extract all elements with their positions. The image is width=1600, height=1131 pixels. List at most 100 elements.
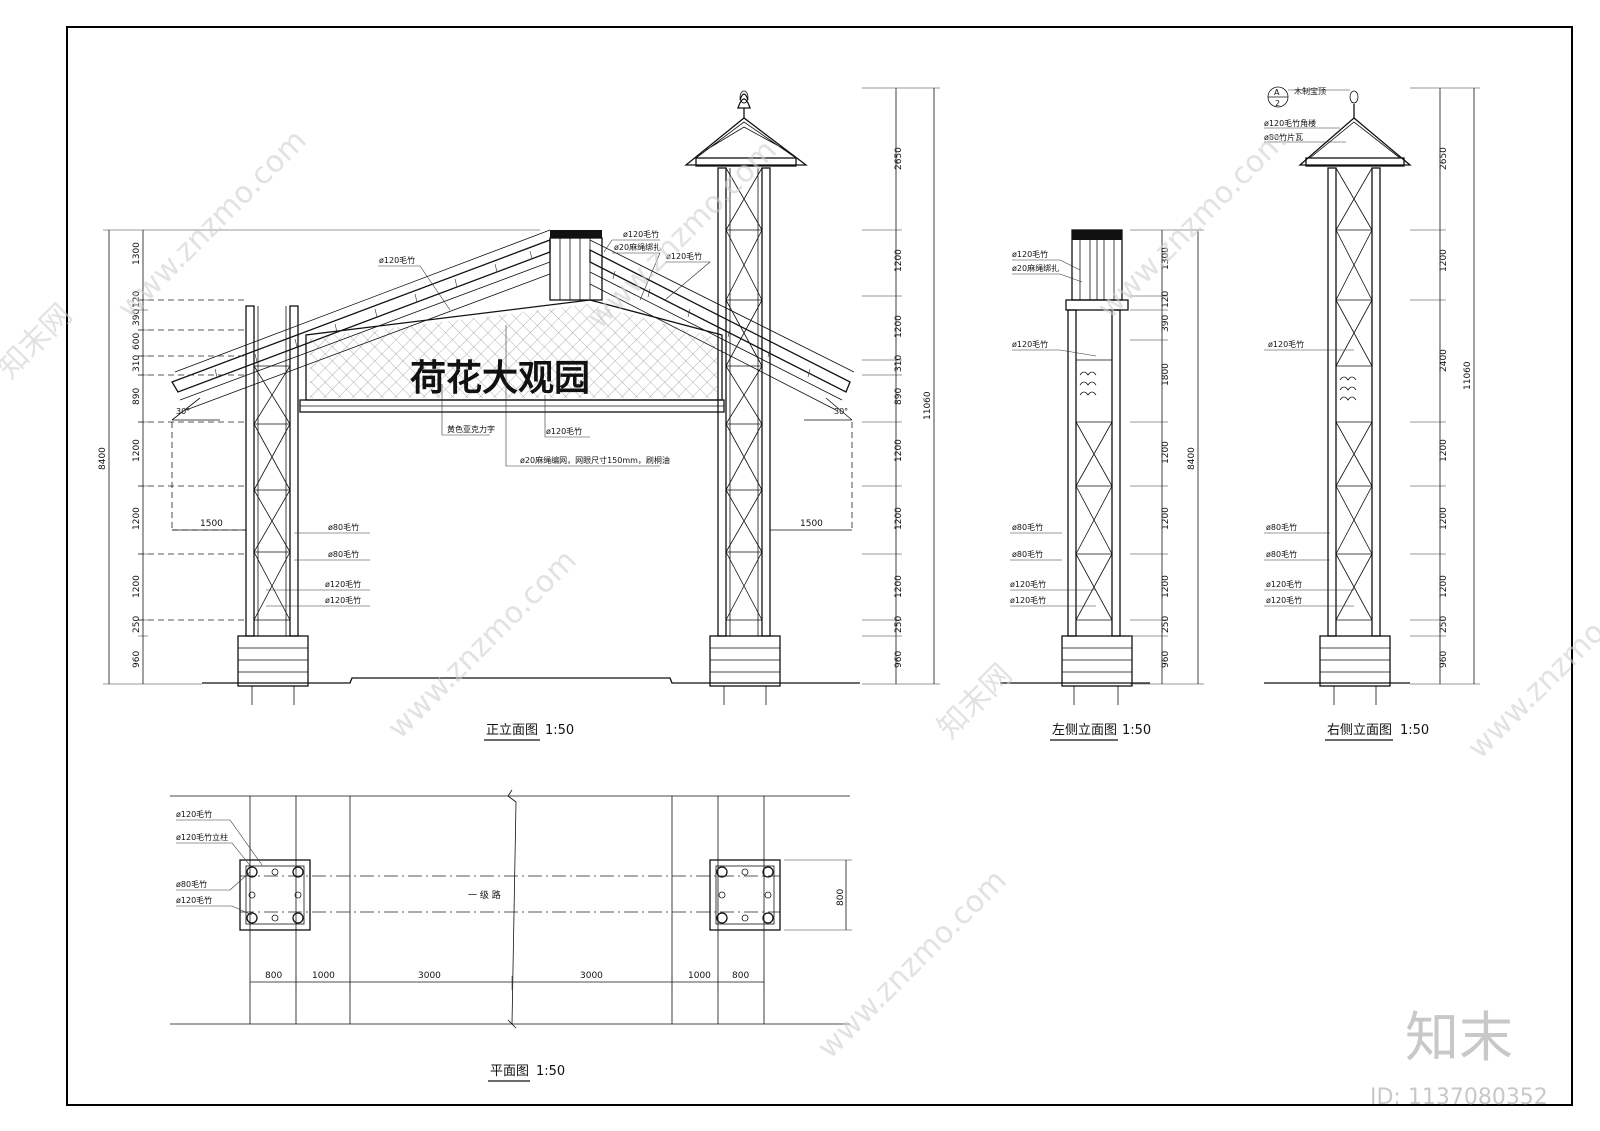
plan-view: 一 级 路 ø120毛竹 ø120毛竹立柱 ø80毛竹 ø120毛竹 800 8… [170, 789, 852, 1082]
plan-view-scale: 1:50 [536, 1064, 565, 1079]
svg-text:ø20麻绳绑扎: ø20麻绳绑扎 [1012, 263, 1059, 273]
svg-text:600: 600 [132, 333, 142, 350]
svg-text:310: 310 [894, 355, 904, 372]
svg-text:ø120毛竹: ø120毛竹 [1268, 339, 1304, 349]
svg-text:2: 2 [1275, 99, 1280, 108]
svg-text:ø120毛竹: ø120毛竹 [1010, 579, 1046, 589]
right-view-title: 右侧立面图 [1327, 723, 1392, 738]
svg-text:250: 250 [132, 616, 142, 633]
svg-text:木制宝顶: 木制宝顶 [1294, 86, 1326, 96]
svg-text:ø120毛竹: ø120毛竹 [325, 595, 361, 605]
front-view-scale: 1:50 [545, 723, 574, 738]
svg-text:960: 960 [1439, 651, 1449, 668]
svg-text:ø80竹片瓦: ø80竹片瓦 [1264, 132, 1303, 142]
svg-text:1200: 1200 [132, 507, 142, 530]
svg-text:ø20麻绳编网，网眼尺寸150mm，刷桐油: ø20麻绳编网，网眼尺寸150mm，刷桐油 [520, 455, 670, 465]
svg-text:960: 960 [894, 651, 904, 668]
svg-text:A: A [1274, 88, 1280, 97]
front-right-dims: 2650 1200 1200 310 890 1200 1200 1200 25… [770, 87, 940, 685]
svg-text:1000: 1000 [312, 971, 335, 981]
svg-text:11060: 11060 [1463, 361, 1473, 390]
front-notes: ø120毛竹 ø120毛竹 ø20麻绳绑扎 ø120毛竹 黄色亚克力字 ø120… [266, 229, 711, 607]
svg-text:1300: 1300 [1161, 247, 1171, 270]
svg-text:960: 960 [132, 651, 142, 668]
svg-text:1200: 1200 [1439, 439, 1449, 462]
svg-text:ø120毛竹角楼: ø120毛竹角楼 [1264, 118, 1316, 128]
svg-text:3000: 3000 [418, 971, 441, 981]
svg-text:1200: 1200 [1439, 575, 1449, 598]
svg-text:ø120毛竹: ø120毛竹 [325, 579, 361, 589]
svg-text:800: 800 [265, 971, 282, 981]
svg-text:890: 890 [132, 388, 142, 405]
svg-text:11060: 11060 [923, 391, 933, 420]
svg-text:390: 390 [1161, 315, 1171, 332]
watermark-5: www.znzmo.com [381, 543, 584, 746]
svg-text:120: 120 [132, 291, 142, 308]
front-left-dims: 1300 120 390 600 310 890 1200 1200 1200 … [98, 229, 540, 685]
sign-text: 荷花大观园 [410, 357, 590, 399]
svg-text:ø120毛竹: ø120毛竹 [1012, 249, 1048, 259]
svg-text:800: 800 [732, 971, 749, 981]
svg-text:ø20麻绳绑扎: ø20麻绳绑扎 [614, 242, 661, 252]
svg-text:ø120毛竹: ø120毛竹 [546, 426, 582, 436]
svg-text:ø80毛竹: ø80毛竹 [1266, 522, 1297, 532]
svg-text:ø120毛竹: ø120毛竹 [666, 251, 702, 261]
svg-text:1200: 1200 [1439, 507, 1449, 530]
svg-text:2650: 2650 [894, 147, 904, 170]
right-tower [684, 90, 808, 705]
svg-text:30°: 30° [834, 407, 848, 416]
svg-text:ø120毛竹: ø120毛竹 [1010, 595, 1046, 605]
svg-text:1200: 1200 [132, 575, 142, 598]
svg-text:2650: 2650 [1439, 147, 1449, 170]
plan-view-title: 平面图 [490, 1064, 529, 1079]
svg-text:1500: 1500 [800, 519, 823, 529]
sign-panel: 荷花大观园 [299, 299, 725, 413]
right-side-elevation: A 2 木制宝顶 ø120毛竹角楼 ø80竹片瓦 ø120毛竹 ø80毛竹 ø8… [1264, 86, 1480, 741]
drawing-border [66, 26, 1573, 1106]
svg-text:ø120毛竹立柱: ø120毛竹立柱 [176, 832, 228, 842]
svg-text:1200: 1200 [1161, 441, 1171, 464]
svg-text:30°: 30° [176, 407, 190, 416]
watermark-3: www.znzmo.com [1091, 123, 1294, 326]
svg-text:ø80毛竹: ø80毛竹 [1012, 522, 1043, 532]
svg-text:1200: 1200 [1439, 249, 1449, 272]
front-view-title: 正立面图 [486, 723, 538, 738]
plan-right-post [709, 859, 781, 931]
svg-text:250: 250 [894, 616, 904, 633]
svg-text:ø120毛竹: ø120毛竹 [1266, 579, 1302, 589]
svg-text:1000: 1000 [688, 971, 711, 981]
svg-text:ø80毛竹: ø80毛竹 [1266, 549, 1297, 559]
svg-text:1200: 1200 [1161, 507, 1171, 530]
svg-text:ø80毛竹: ø80毛竹 [176, 879, 207, 889]
svg-text:1200: 1200 [894, 315, 904, 338]
svg-text:ø120毛竹: ø120毛竹 [176, 809, 212, 819]
svg-text:ø80毛竹: ø80毛竹 [1012, 549, 1043, 559]
svg-text:390: 390 [132, 309, 142, 326]
svg-text:1500: 1500 [200, 519, 223, 529]
svg-text:1200: 1200 [894, 575, 904, 598]
svg-text:2400: 2400 [1439, 349, 1449, 372]
right-view-scale: 1:50 [1400, 723, 1429, 738]
svg-text:960: 960 [1161, 651, 1171, 668]
svg-text:1200: 1200 [1161, 575, 1171, 598]
svg-text:3000: 3000 [580, 971, 603, 981]
svg-text:ø120毛竹: ø120毛竹 [623, 229, 659, 239]
watermark-4: www.znzmo.com [1461, 563, 1600, 766]
left-post [237, 305, 309, 705]
watermark-8: 知末网 [931, 657, 1019, 745]
road-label: 一 级 路 [468, 889, 501, 901]
svg-text:250: 250 [1439, 616, 1449, 633]
svg-text:250: 250 [1161, 616, 1171, 633]
svg-text:1200: 1200 [894, 439, 904, 462]
left-view-scale: 1:50 [1122, 723, 1151, 738]
svg-text:8400: 8400 [98, 447, 108, 470]
svg-text:800: 800 [836, 889, 846, 906]
left-view-title: 左侧立面图 [1052, 723, 1117, 738]
brand-logo: 知末 [1405, 1006, 1513, 1069]
svg-text:ø80毛竹: ø80毛竹 [328, 522, 359, 532]
svg-text:ø120毛竹: ø120毛竹 [1012, 339, 1048, 349]
drawing-id: ID: 1137080352 [1370, 1085, 1548, 1110]
svg-text:1200: 1200 [132, 439, 142, 462]
svg-text:ø120毛竹: ø120毛竹 [1266, 595, 1302, 605]
